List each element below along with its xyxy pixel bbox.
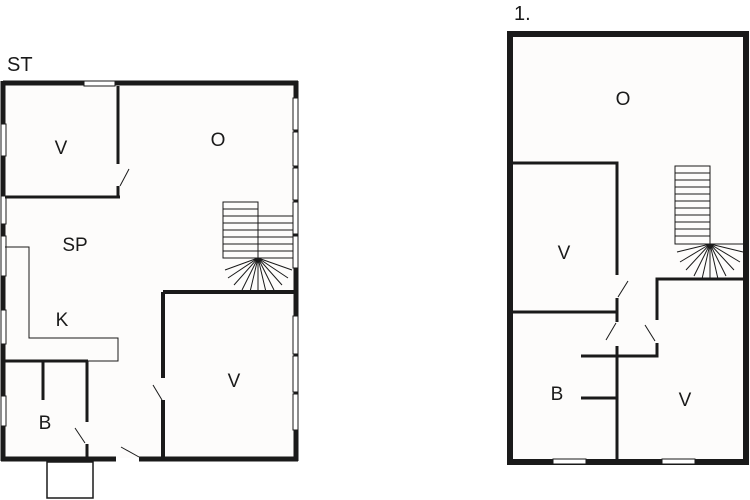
window [292,315,299,355]
window [0,309,7,345]
window [0,123,7,157]
window [292,393,299,431]
window [292,97,299,131]
room-label: V [558,243,571,264]
window [292,235,299,269]
ground-floor-plan: ST [0,54,299,499]
door-swing [119,168,130,187]
entrance-step [46,461,94,499]
entrance-door-swing [120,446,140,458]
room-label: O [616,89,631,110]
window [552,458,587,465]
room-label: O [211,130,226,151]
room-label: B [551,384,564,405]
room-label: V [55,138,68,159]
window [292,201,299,235]
first-floor-plan: 1. O V B V [507,3,749,465]
window [661,458,696,465]
door-swing [152,384,163,401]
room-label: SP [62,235,87,256]
window [292,131,299,167]
door-swing [644,324,656,342]
staircase [674,165,744,280]
bedroom-walls [513,161,619,314]
door-swing [605,322,617,341]
ground-floor-title: ST [7,54,33,76]
window [0,195,7,225]
interior-walls [581,277,743,460]
kitchen-counter [5,246,119,362]
window [83,80,116,87]
room-label: V [228,371,241,392]
window [292,355,299,393]
window [292,167,299,201]
first-outer-walls [507,31,749,465]
door-swing [617,280,629,298]
window [0,395,7,427]
room-label: B [39,413,52,434]
bathroom-walls [5,359,89,459]
window [0,235,7,277]
room-label: K [56,310,69,331]
bedroom-walls [5,86,120,199]
bedroom-walls [161,290,296,459]
first-floor-title: 1. [514,3,531,25]
staircase [222,201,294,293]
room-label: V [679,390,692,411]
ground-floor-area [5,84,296,458]
door-swing [74,427,86,444]
